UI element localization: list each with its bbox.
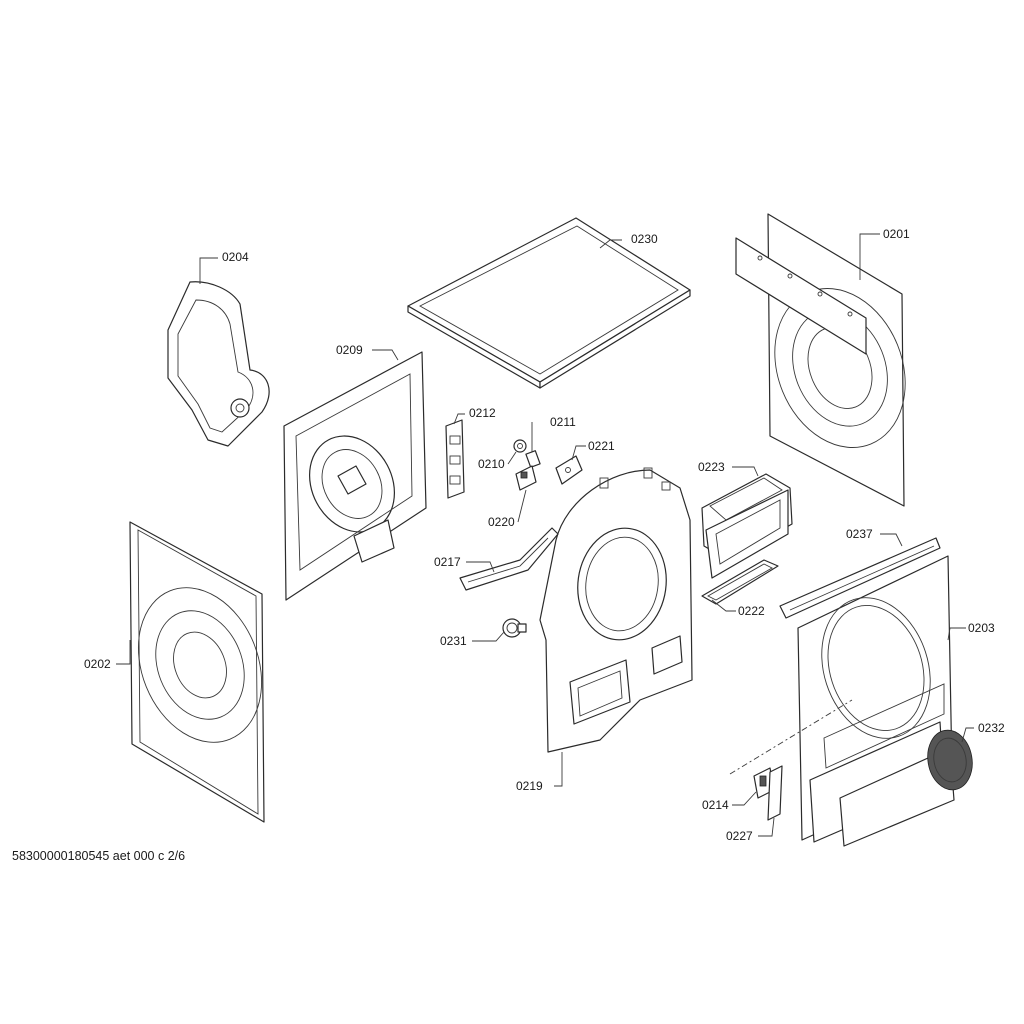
part-0219-front-frame[interactable]: [539, 467, 693, 753]
part-0201-side-panel[interactable]: [735, 213, 928, 507]
label-0237: 0237: [846, 527, 873, 541]
part-labels: 0230 0201 0204 0209 0212 0211 0210 0221 …: [84, 227, 1005, 843]
part-0230-top-cover[interactable]: [407, 217, 691, 389]
part-0209-rear-panel[interactable]: [283, 351, 427, 601]
part-0220-lock[interactable]: [515, 465, 537, 491]
label-0223: 0223: [698, 460, 725, 474]
label-0212: 0212: [469, 406, 496, 420]
document-code: 58300000180545 aet 000 c 2/6: [12, 849, 185, 863]
label-0214: 0214: [702, 798, 729, 812]
label-0219: 0219: [516, 779, 543, 793]
label-0230: 0230: [631, 232, 658, 246]
label-0204: 0204: [222, 250, 249, 264]
part-0223-filter[interactable]: [701, 473, 793, 579]
label-0201: 0201: [883, 227, 910, 241]
assembly-axis-line: [729, 699, 853, 775]
part-0227-clip[interactable]: [767, 765, 783, 821]
label-0202: 0202: [84, 657, 111, 671]
label-0220: 0220: [488, 515, 515, 529]
label-0203: 0203: [968, 621, 995, 635]
part-0231-knob-wheel[interactable]: [502, 618, 527, 638]
part-0222-gasket[interactable]: [701, 559, 779, 605]
leader-lines: [116, 233, 974, 837]
part-0217-handle-strip[interactable]: [459, 527, 559, 591]
part-0232-vent-grille[interactable]: [923, 727, 977, 794]
label-0210: 0210: [478, 457, 505, 471]
part-0212-hinge-strip[interactable]: [445, 419, 465, 499]
part-0237-top-strip[interactable]: [779, 537, 941, 619]
label-0227: 0227: [726, 829, 753, 843]
part-0203-front-panel[interactable]: [797, 555, 955, 847]
label-0222: 0222: [738, 604, 765, 618]
part-0221-bracket[interactable]: [555, 455, 583, 485]
part-0204-fan-housing[interactable]: [167, 281, 270, 447]
label-0211: 0211: [550, 415, 576, 429]
part-0210-knob[interactable]: [513, 439, 527, 453]
label-0209: 0209: [336, 343, 363, 357]
label-0221: 0221: [588, 439, 615, 453]
label-0232: 0232: [978, 721, 1005, 735]
part-0202-side-panel[interactable]: [116, 521, 283, 823]
part-0211-spindle[interactable]: [525, 450, 541, 468]
label-0231: 0231: [440, 634, 467, 648]
label-0217: 0217: [434, 555, 461, 569]
